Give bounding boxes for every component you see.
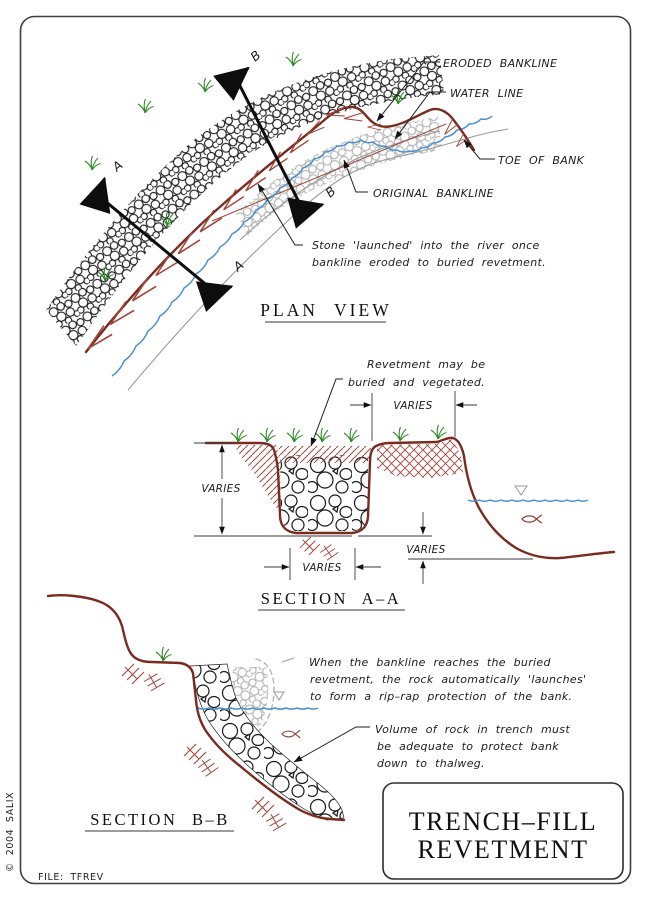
grass-icon (155, 646, 173, 662)
section-aa-title: SECTION A–A (261, 589, 401, 608)
launch-note-leader (281, 657, 295, 663)
trench-stone-fill (280, 455, 368, 531)
water-level-icon (514, 485, 528, 496)
eroded-bankline-line (84, 105, 476, 354)
water-line-leader (394, 91, 446, 140)
volume-note-line1: Volume of rock in trench must (375, 723, 570, 736)
toe-of-bank-leader (463, 139, 495, 160)
title-block-line2: REVETMENT (418, 835, 589, 864)
varies-top-label: VARIES (393, 400, 432, 412)
launch-note-line2: revetment, the rock automatically 'launc… (310, 673, 586, 686)
file-label: FILE: TFREV (38, 872, 104, 883)
title-block-line1: TRENCH–FILL (409, 807, 597, 836)
varies-right-label: VARIES (406, 544, 445, 556)
grass-tufts-aa (230, 424, 448, 443)
plan-leader-lines (257, 61, 495, 246)
section-b-marker-top: B (247, 47, 263, 64)
volume-note-leader (293, 726, 370, 763)
plan-view: A A B B ERODED BANKLINE WATER LINE TOE O… (46, 47, 585, 391)
revetment-note-leader (310, 378, 343, 447)
launched-stone-band (189, 663, 345, 821)
dim-bottom-varies: VARIES (264, 548, 381, 580)
water-line-bb (197, 707, 319, 710)
copyright-label: © 2004 SALIX (5, 792, 16, 872)
old-bank-trace-line (211, 123, 447, 222)
revetment-note-line2: buried and vegetated. (348, 376, 485, 389)
original-bankline-label: ORIGINAL BANKLINE (373, 187, 494, 200)
earth-hatch-left (234, 445, 286, 520)
section-bb-title: SECTION B–B (90, 810, 230, 829)
section-bb: When the bankline reaches the buried rev… (46, 594, 586, 835)
grass-icon (137, 98, 155, 114)
varies-bottom-label: VARIES (302, 562, 341, 574)
sheet-border (19, 15, 632, 885)
earth-hatch-right (377, 439, 463, 478)
eroded-bankline-label: ERODED BANKLINE (443, 57, 557, 70)
title-block-border (382, 782, 624, 880)
plan-view-title: PLAN VIEW (260, 300, 391, 320)
section-a-marker-top: A (109, 157, 126, 175)
revetment-note-line1: Revetment may be (367, 358, 485, 371)
water-line-aa (467, 499, 589, 502)
grass-icon (285, 51, 303, 67)
section-aa: VARIES VARIES VARIES VARIES Revetment ma… (194, 358, 616, 611)
volume-note-line2: be adequate to protect bank (377, 740, 559, 753)
ghost-trench-outline (255, 658, 275, 734)
grass-icon (197, 77, 215, 93)
dim-left-varies: VARIES (194, 442, 352, 537)
dim-right-varies: VARIES (358, 512, 533, 584)
section-b-marker-bottom: B (322, 183, 338, 200)
grass-icon (84, 155, 102, 171)
fish-icon (521, 514, 543, 524)
fish-icon (281, 729, 301, 739)
volume-note-line3: down to thalweg. (377, 757, 485, 770)
ground-profile-aa (204, 436, 616, 560)
water-line-label: WATER LINE (450, 87, 523, 100)
eroded-bankline-leader (376, 61, 440, 122)
toe-of-bank-label: TOE OF BANK (498, 154, 585, 167)
dim-top-varies: VARIES (350, 391, 477, 441)
stone-note-leader (257, 183, 303, 246)
water-level-icon (273, 691, 285, 701)
varies-left-label: VARIES (201, 483, 240, 495)
title-block: TRENCH–FILL REVETMENT (382, 782, 624, 880)
original-bankline-leader (343, 159, 368, 193)
launch-note-line1: When the bankline reaches the buried (309, 656, 551, 669)
earth-hatch-below-trench (299, 536, 321, 556)
stone-note-line1: Stone 'launched' into the river once (312, 239, 540, 252)
water-line-plan (111, 115, 493, 377)
section-a-marker-bottom: A (230, 257, 247, 275)
stone-revetment-band (46, 55, 444, 346)
buried-cover-hatch (279, 446, 371, 463)
launch-note-line3: to form a rip–rap protection of the bank… (310, 690, 572, 703)
earth-hatch-below-trench (318, 542, 340, 563)
ground-profile-bb (46, 594, 346, 822)
stone-note-line2: bankline eroded to buried revetment. (312, 256, 546, 269)
